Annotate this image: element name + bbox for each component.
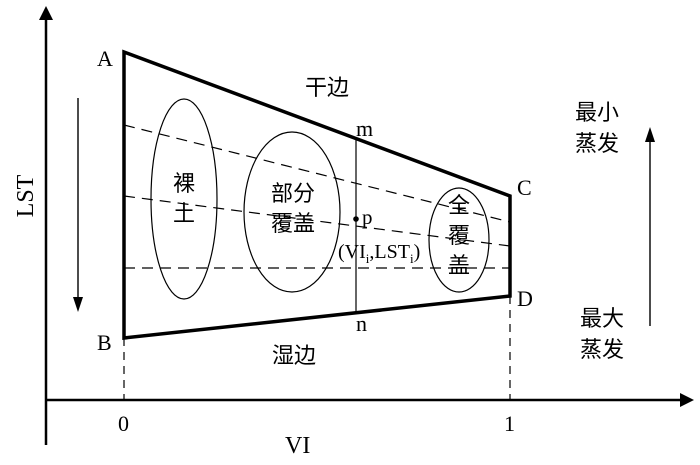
p-coord-lst: ,LST	[369, 241, 410, 263]
isoline-dash-1	[123, 124, 511, 223]
partial-cover-line-1: 部分	[270, 182, 315, 207]
partial-cover-ellipse	[243, 131, 341, 293]
wet-edge-label: 湿边	[272, 344, 317, 369]
bare-soil-label: 裸 土	[168, 170, 200, 230]
vertex-c-label: C	[517, 175, 532, 200]
partial-cover-line-2: 覆盖	[270, 212, 315, 237]
min-evaporation-label: 最小 蒸发	[562, 98, 632, 160]
max-evaporation-label: 最大 蒸发	[567, 304, 637, 366]
bare-soil-ellipse	[150, 98, 218, 300]
dry-edge-label: 干边	[305, 76, 350, 101]
p-coord-sub-lst: i	[409, 251, 414, 266]
point-p-dot	[353, 216, 359, 222]
bare-soil-line-1: 裸	[172, 172, 195, 197]
p-coord-vi: (VI	[338, 241, 366, 263]
y-axis-label: LST	[13, 174, 39, 218]
max-evaporation-line-1: 最大	[579, 307, 624, 332]
vertex-b-label: B	[97, 330, 112, 355]
full-cover-line-1: 全	[447, 194, 470, 219]
x-axis-label: VI	[285, 433, 311, 459]
y-axis-arrowhead	[39, 6, 53, 20]
full-cover-label: 全 覆 盖	[443, 192, 475, 282]
bare-soil-line-2: 土	[172, 202, 195, 227]
x-tick-1: 1	[504, 411, 515, 436]
x-axis-arrowhead	[680, 393, 694, 407]
vertex-a-label: A	[97, 46, 113, 71]
full-cover-ellipse	[428, 187, 490, 293]
full-cover-line-2: 覆	[447, 224, 470, 249]
min-evaporation-line-1: 最小	[574, 101, 619, 126]
point-n-label: n	[356, 311, 367, 336]
min-evaporation-line-2: 蒸发	[574, 132, 619, 157]
p-coord-close: )	[413, 241, 421, 263]
evaporation-arrowhead	[645, 127, 655, 142]
isoline-dash-2	[123, 195, 511, 247]
p-coord-sub-vi: i	[365, 251, 370, 266]
max-evaporation-line-2: 蒸发	[579, 338, 624, 363]
partial-cover-label: 部分 覆盖	[258, 180, 328, 240]
vertex-d-label: D	[517, 286, 533, 311]
point-m-label: m	[356, 116, 374, 141]
full-cover-line-3: 盖	[447, 254, 470, 279]
point-p-label: p	[362, 205, 373, 229]
x-tick-0: 0	[118, 411, 129, 436]
point-p-coordinates: (VIi,LSTi)	[338, 242, 420, 265]
lst-gradient-arrowhead	[73, 297, 83, 312]
